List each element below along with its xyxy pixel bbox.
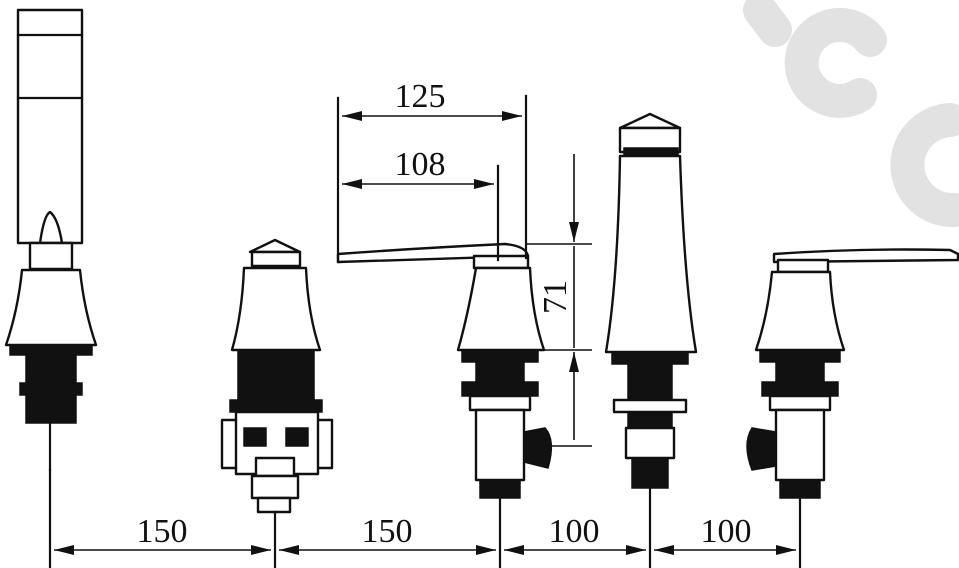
hand-shower-tip bbox=[38, 210, 64, 245]
handle-height-label: 71 bbox=[537, 280, 574, 314]
spout-top bbox=[618, 112, 682, 130]
spout-body bbox=[604, 154, 698, 354]
spacing-label-1: 150 bbox=[137, 513, 188, 550]
lever-knob bbox=[523, 427, 553, 469]
diverter-cap bbox=[248, 238, 302, 254]
diverter-body bbox=[230, 266, 322, 352]
hand-shower-body bbox=[16, 8, 84, 245]
handle-length-outer-label: 125 bbox=[395, 78, 446, 115]
spacing-label-2: 150 bbox=[362, 513, 413, 550]
bottom-dimensions: 150 150 100 100 bbox=[48, 468, 796, 568]
handle-length-inner-label: 108 bbox=[395, 146, 446, 183]
hand-shower-holder bbox=[4, 268, 98, 347]
lever-body bbox=[456, 266, 546, 352]
hand-shower bbox=[4, 8, 98, 472]
spout bbox=[604, 112, 698, 568]
spacing-label-3: 100 bbox=[549, 513, 600, 550]
handle-length-dimensions: 125 108 bbox=[336, 78, 528, 264]
lever-knob-right bbox=[746, 427, 777, 471]
lever-handle-right bbox=[746, 248, 959, 568]
lever-handle-left bbox=[336, 242, 553, 568]
handle-height-dimension: 71 bbox=[526, 154, 592, 447]
lever-body-right bbox=[754, 270, 846, 352]
diverter-valve bbox=[220, 238, 334, 568]
spacing-label-4: 100 bbox=[701, 513, 752, 550]
watermark bbox=[743, 0, 959, 228]
